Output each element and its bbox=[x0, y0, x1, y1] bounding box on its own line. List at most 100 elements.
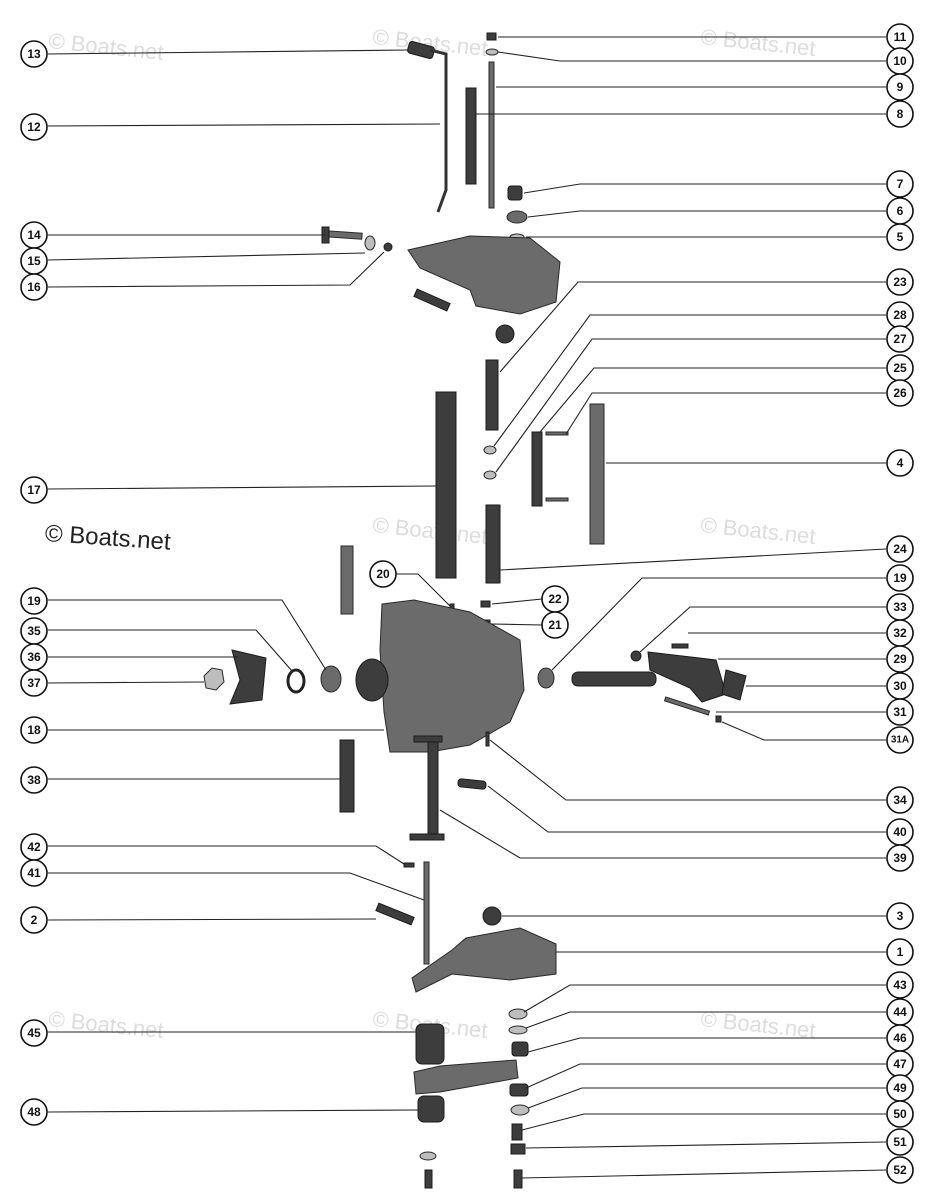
svg-text:26: 26 bbox=[893, 386, 907, 400]
callout-17: 17 bbox=[20, 476, 48, 504]
svg-text:11: 11 bbox=[894, 30, 907, 44]
svg-text:48: 48 bbox=[27, 1105, 41, 1119]
part-2-thumb-screw bbox=[375, 902, 415, 926]
part-16-nut bbox=[383, 242, 393, 252]
callout-11: 11 bbox=[886, 23, 914, 51]
leader-39 bbox=[439, 809, 886, 859]
leader-41 bbox=[48, 872, 425, 901]
svg-text:4: 4 bbox=[897, 456, 904, 470]
part-44-washer bbox=[508, 1025, 528, 1035]
leader-33 bbox=[639, 606, 886, 653]
svg-text:39: 39 bbox=[893, 851, 907, 865]
part-45-mount bbox=[415, 1023, 445, 1065]
callout-52: 52 bbox=[886, 1156, 914, 1184]
leader-37 bbox=[47, 681, 205, 684]
leader-27 bbox=[495, 338, 886, 473]
svg-text:20: 20 bbox=[376, 567, 390, 581]
leader-12 bbox=[47, 123, 441, 127]
callout-50: 50 bbox=[886, 1100, 914, 1128]
leader-24 bbox=[499, 548, 887, 571]
part-8-tube bbox=[465, 87, 477, 185]
callout-4: 4 bbox=[886, 449, 914, 477]
svg-text:34: 34 bbox=[893, 793, 907, 807]
part-13-spring bbox=[407, 41, 435, 59]
part-38-pin bbox=[339, 739, 355, 813]
svg-text:8: 8 bbox=[897, 107, 904, 121]
leader-43 bbox=[523, 984, 886, 1013]
part-pad-upper bbox=[495, 324, 515, 344]
watermark: © Boats.net bbox=[47, 1006, 164, 1043]
leader-6 bbox=[527, 210, 886, 218]
part-thumb-screw-upper bbox=[413, 288, 451, 312]
svg-text:46: 46 bbox=[893, 1031, 907, 1045]
leader-44 bbox=[525, 1011, 886, 1029]
callout-33: 33 bbox=[886, 593, 914, 621]
watermark: © Boats.net bbox=[47, 28, 164, 65]
part-27-ring bbox=[483, 470, 497, 480]
part-48-mount bbox=[417, 1095, 445, 1123]
callout-23: 23 bbox=[886, 268, 914, 296]
svg-text:42: 42 bbox=[27, 840, 41, 854]
part-lower-washer bbox=[419, 1151, 437, 1161]
callout-20: 20 bbox=[369, 560, 397, 588]
callout-6: 6 bbox=[886, 197, 914, 225]
leader-46 bbox=[527, 1037, 886, 1053]
part-47-bushing bbox=[509, 1083, 529, 1097]
part-4-tube bbox=[589, 403, 605, 545]
part-52-screw bbox=[513, 1169, 523, 1189]
callout-45: 45 bbox=[20, 1019, 48, 1047]
part-46-bushing bbox=[511, 1041, 529, 1057]
part-3-pad bbox=[482, 906, 502, 926]
svg-text:41: 41 bbox=[27, 866, 41, 880]
svg-text:21: 21 bbox=[548, 618, 562, 632]
callout-18: 18 bbox=[20, 716, 48, 744]
callout-42: 42 bbox=[20, 833, 48, 861]
callout-41: 41 bbox=[20, 859, 48, 887]
callout-8: 8 bbox=[886, 100, 914, 128]
svg-text:31A: 31A bbox=[891, 735, 909, 746]
svg-text:35: 35 bbox=[27, 624, 41, 638]
svg-text:40: 40 bbox=[893, 825, 907, 839]
part-9-rod bbox=[488, 61, 495, 209]
svg-text:36: 36 bbox=[27, 650, 41, 664]
callout-16: 16 bbox=[20, 273, 48, 301]
callout-19: 19 bbox=[20, 587, 48, 615]
leader-21 bbox=[491, 623, 543, 626]
svg-text:7: 7 bbox=[897, 177, 904, 191]
callout-49: 49 bbox=[886, 1074, 914, 1102]
leader-13 bbox=[47, 49, 409, 55]
leader-19r bbox=[551, 577, 886, 671]
callout-31a: 31A bbox=[886, 726, 914, 754]
callout-29: 29 bbox=[886, 645, 914, 673]
part-28-ring bbox=[483, 445, 497, 455]
leader-47 bbox=[525, 1063, 886, 1089]
callout-38: 38 bbox=[20, 766, 48, 794]
part-11-nut bbox=[486, 32, 497, 41]
callout-30: 30 bbox=[886, 672, 914, 700]
svg-text:32: 32 bbox=[893, 626, 907, 640]
callout-37: 37 bbox=[20, 669, 48, 697]
callout-44: 44 bbox=[886, 998, 914, 1026]
part-30-spring bbox=[721, 669, 747, 701]
callout-3: 3 bbox=[886, 902, 914, 930]
callout-13: 13 bbox=[20, 40, 48, 68]
callout-14: 14 bbox=[20, 221, 48, 249]
svg-text:16: 16 bbox=[27, 280, 41, 294]
svg-text:33: 33 bbox=[893, 600, 907, 614]
svg-text:19: 19 bbox=[893, 571, 907, 585]
callout-15: 15 bbox=[20, 247, 48, 275]
callout-1: 1 bbox=[886, 938, 914, 966]
svg-text:52: 52 bbox=[893, 1163, 907, 1177]
svg-text:6: 6 bbox=[897, 204, 904, 218]
svg-text:43: 43 bbox=[893, 978, 907, 992]
leader-28 bbox=[493, 314, 886, 447]
svg-text:3: 3 bbox=[897, 909, 904, 923]
svg-text:17: 17 bbox=[27, 483, 41, 497]
leader-40 bbox=[487, 785, 886, 833]
callout-19: 19 bbox=[886, 564, 914, 592]
watermark: © Boats.net bbox=[699, 512, 816, 549]
part-15-washer bbox=[364, 235, 376, 251]
svg-text:13: 13 bbox=[27, 47, 41, 61]
part-31-rod bbox=[663, 696, 711, 716]
callout-27: 27 bbox=[886, 325, 914, 353]
